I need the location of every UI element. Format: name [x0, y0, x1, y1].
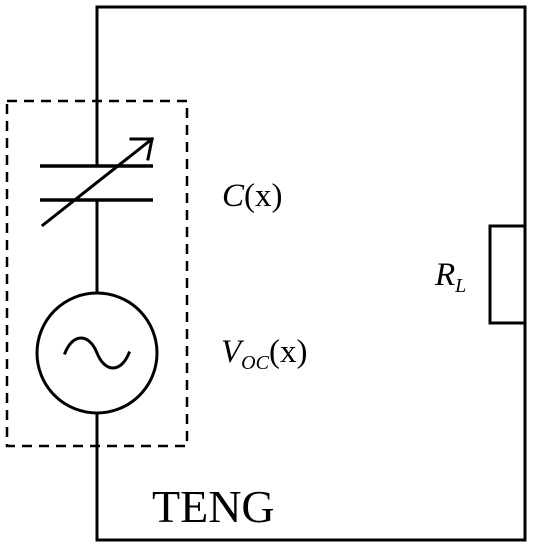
load-resistor-symbol: [488, 224, 527, 325]
voltage-label: VOC(x): [221, 334, 307, 374]
teng-label: TENG: [152, 481, 275, 532]
capacitance-label: C(x): [222, 178, 283, 214]
teng-boundary: [5, 99, 189, 448]
variable-arrow-shaft: [40, 136, 155, 228]
variable-capacitor-symbol: [40, 136, 155, 228]
ac-source-circle: [35, 291, 159, 415]
top-wire: [95, 5, 527, 228]
sine-wave-icon: [63, 336, 131, 370]
load-resistor-label: RL: [434, 257, 466, 297]
variable-arrow-head: [129, 137, 154, 161]
bottom-wire: [95, 444, 527, 542]
ac-source-symbol: [35, 291, 159, 415]
